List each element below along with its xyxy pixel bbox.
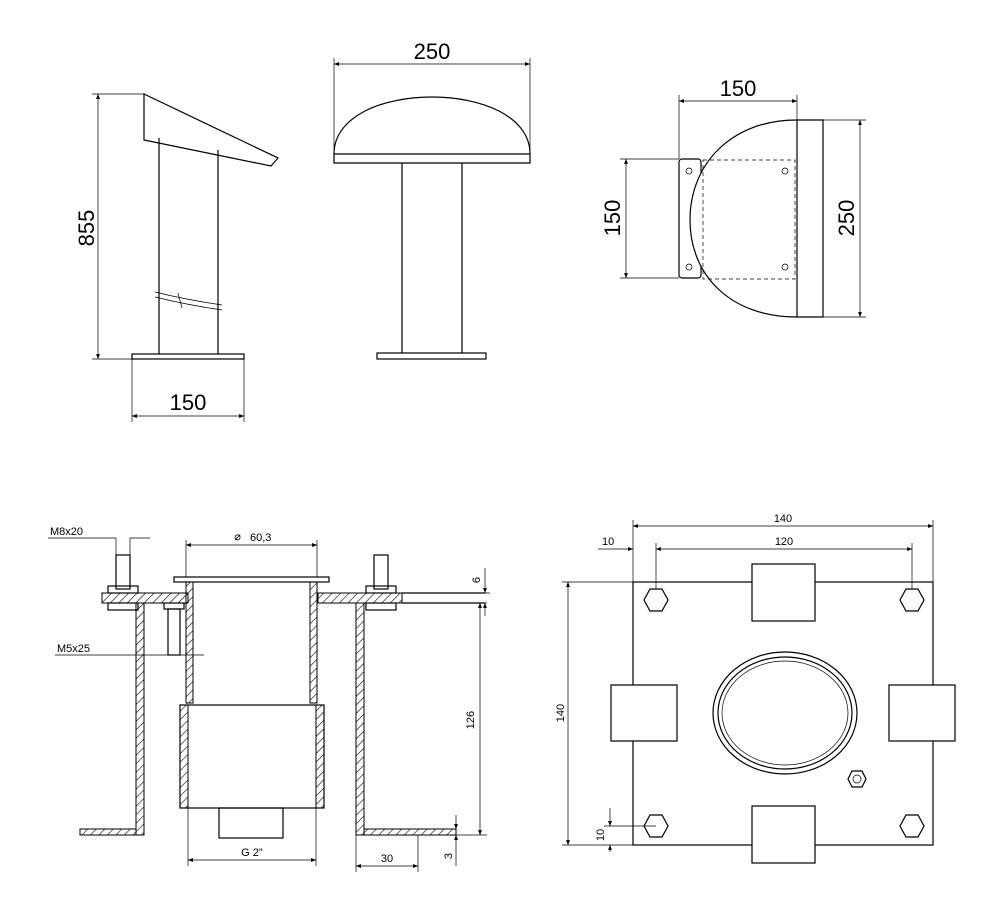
side-height-dimension: 855 [74, 210, 99, 247]
front-width-dimension: 250 [414, 39, 451, 64]
flange-width-dimension: 30 [381, 853, 393, 865]
bolt-label: M8x20 [50, 526, 83, 538]
front-view: 250 [333, 39, 531, 360]
plate-thickness-dimension: 6 [471, 577, 483, 583]
flange-thickness-dimension: 3 [443, 853, 455, 859]
top-view: 150 150 250 [600, 76, 866, 318]
top-right-height-dimension: 250 [834, 200, 859, 237]
pipe-diameter-dimension: 60,3 [250, 532, 271, 544]
bolt-spacing-dimension: 120 [775, 536, 793, 548]
plan-width-dimension: 140 [774, 513, 792, 525]
thread-dimension: G 2" [241, 847, 263, 859]
bottom-offset-dimension: 10 [595, 829, 607, 841]
side-base-dimension: 150 [170, 390, 207, 415]
plan-height-dimension: 140 [555, 704, 567, 722]
screw-label: M5x25 [57, 643, 90, 655]
top-left-height-dimension: 150 [600, 200, 625, 237]
top-width-dimension: 150 [720, 76, 757, 101]
diameter-symbol: ⌀ [234, 531, 241, 543]
body-height-dimension: 126 [465, 711, 477, 729]
edge-offset-dimension: 10 [602, 536, 614, 548]
plan-view: 140 120 10 140 10 [555, 513, 956, 864]
side-view: 855 150 [74, 93, 279, 422]
section-detail: M8x20 M5x25 ⌀ 60,3 6 126 G 2" 30 3 [48, 526, 490, 872]
